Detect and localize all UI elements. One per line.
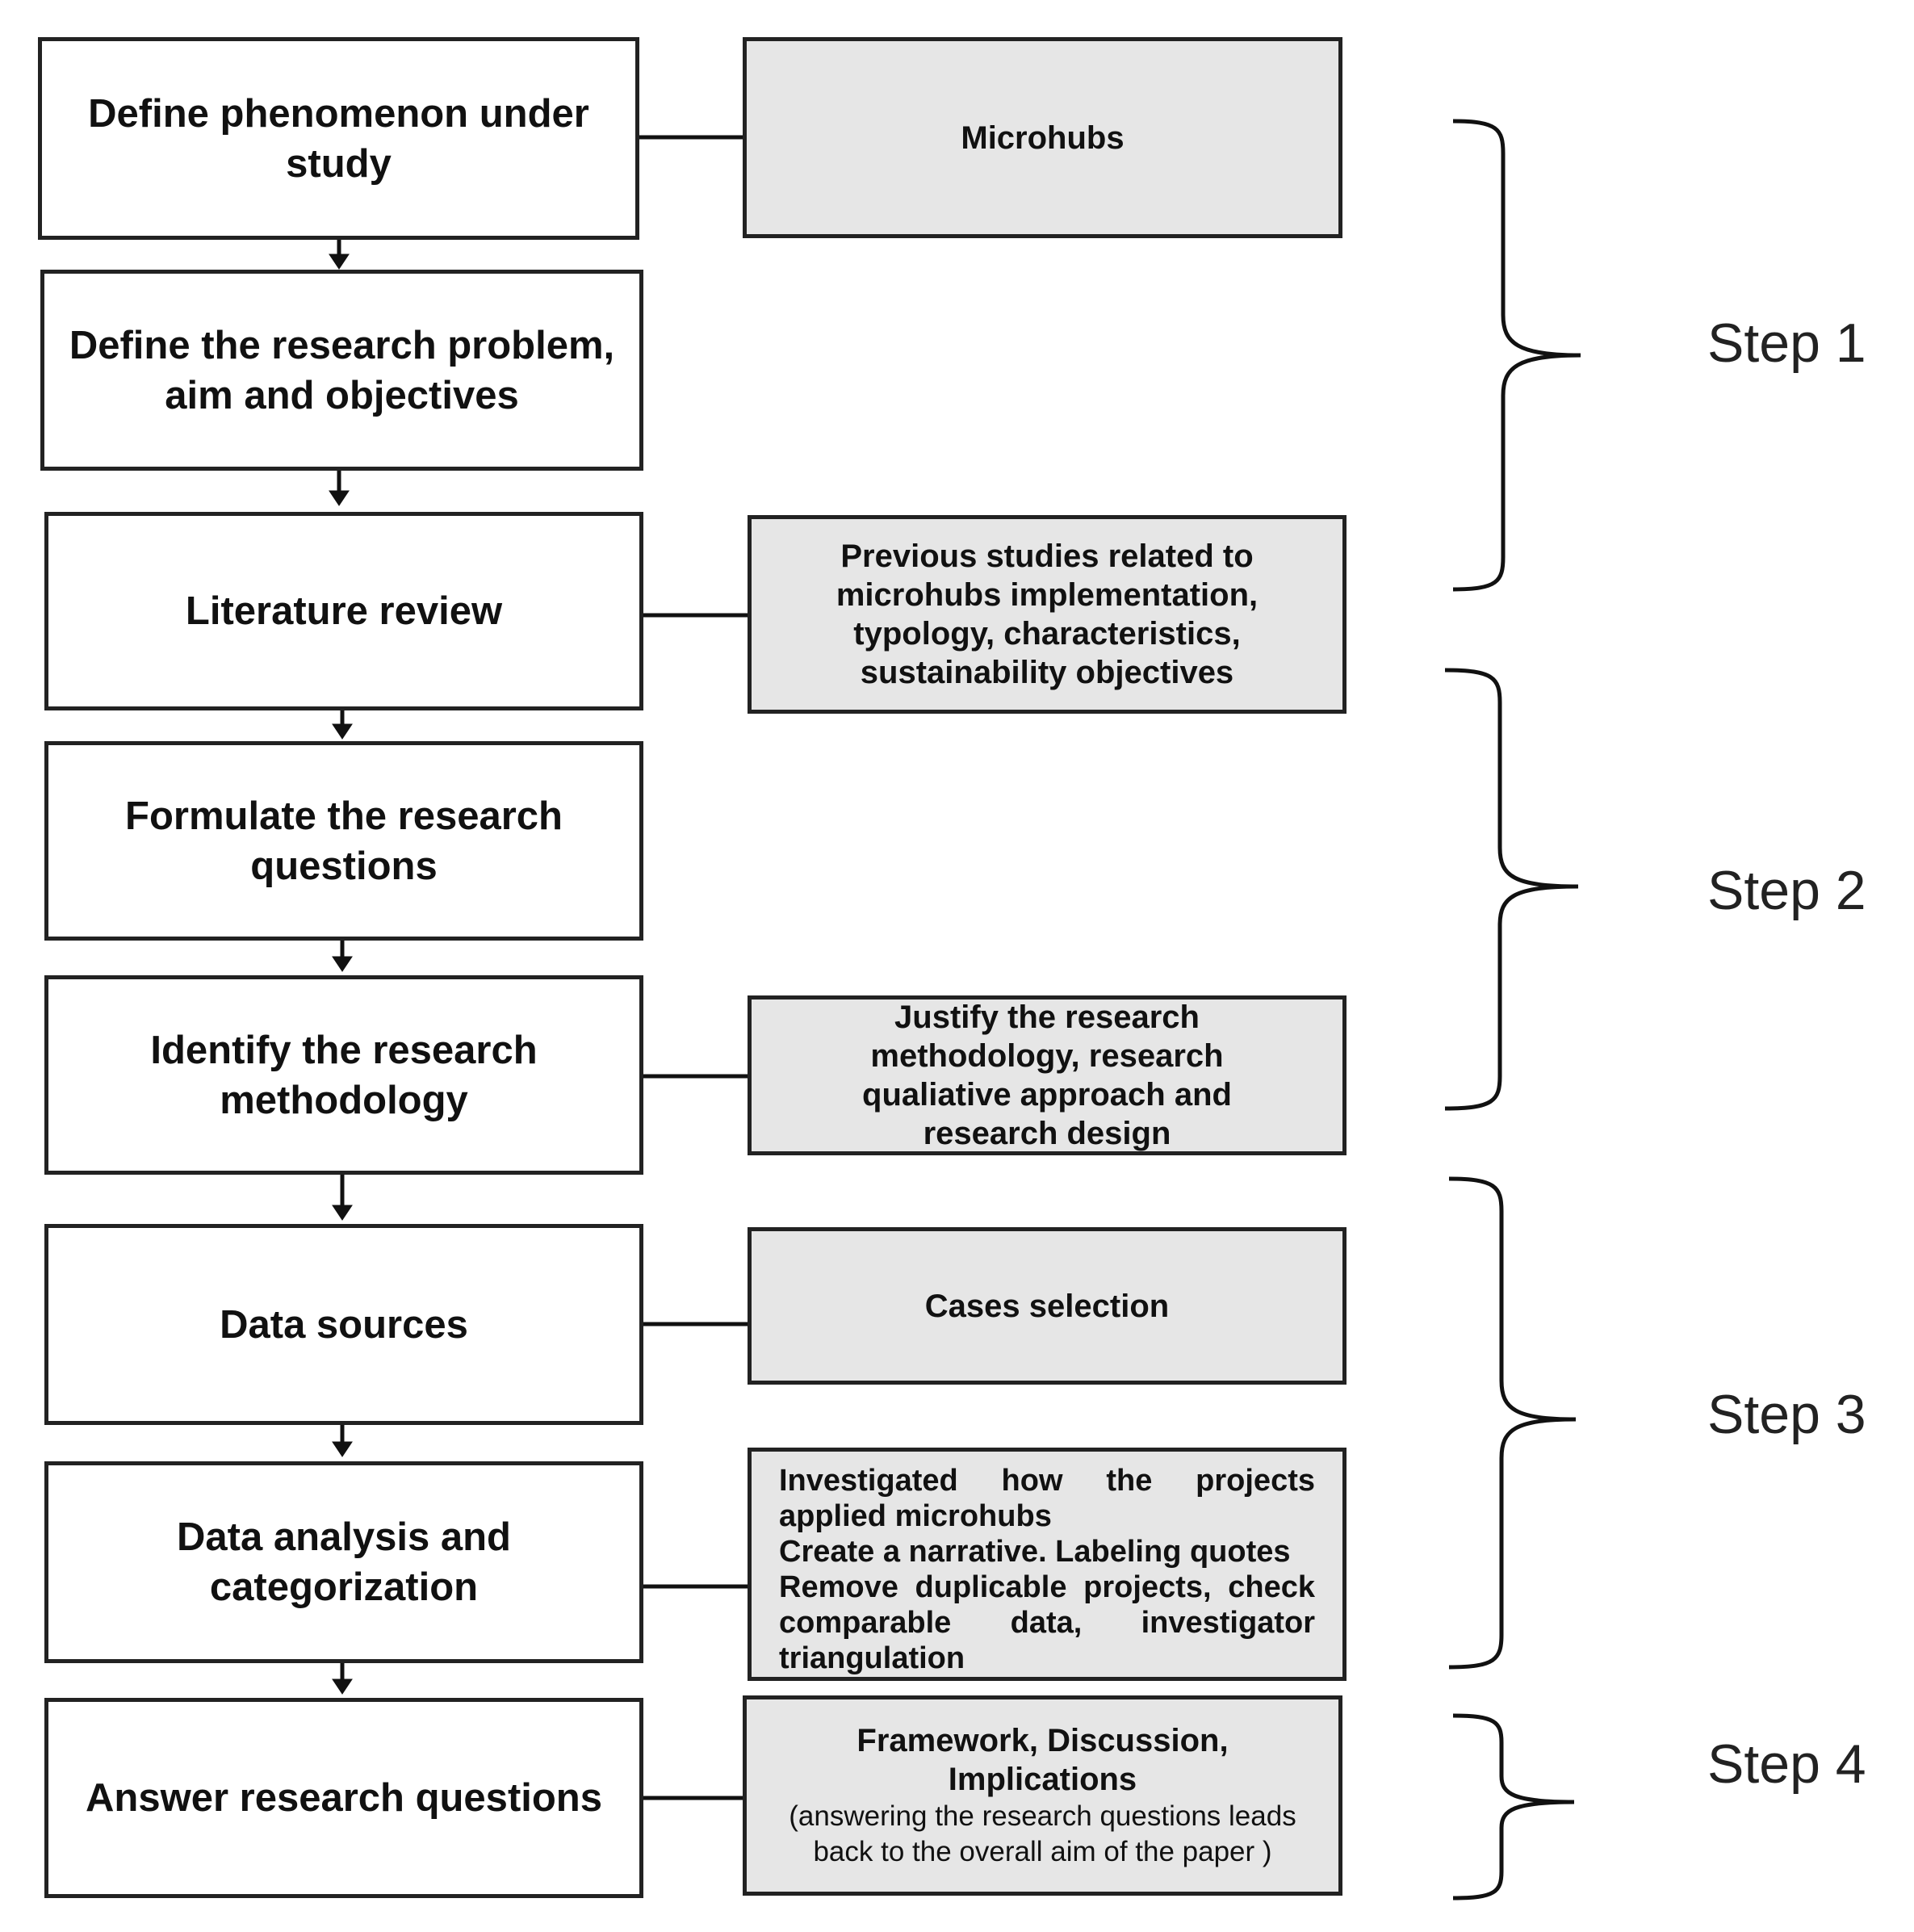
- flow-arrow: [329, 240, 350, 270]
- step-data-analysis: Data analysis and categorization: [44, 1461, 643, 1663]
- note-previous-studies: Previous studies related to microhubs im…: [748, 515, 1347, 714]
- phase-label-step-2: Step 2: [1707, 860, 1866, 921]
- flow-arrow: [332, 1663, 353, 1695]
- step-data-sources: Data sources: [44, 1224, 643, 1425]
- step-label: Literature review: [185, 589, 503, 633]
- step-label: Define the research problem, aim and obj…: [69, 323, 615, 417]
- flow-arrow: [332, 1175, 353, 1221]
- note-justify-methodology: Justify the research methodology, resear…: [748, 995, 1347, 1155]
- note-main-text: Framework, Discussion, Implications: [856, 1723, 1229, 1797]
- phase-label-step-3: Step 3: [1707, 1384, 1866, 1445]
- note-text: Previous studies related to microhubs im…: [836, 539, 1259, 690]
- step-formulate-questions: Formulate the research questions: [44, 741, 643, 941]
- flow-arrow: [332, 941, 353, 972]
- step-label: Define phenomenon under study: [88, 91, 589, 186]
- step-literature-review: Literature review: [44, 512, 643, 710]
- flow-arrow: [332, 710, 353, 740]
- note-text: Cases selection: [924, 1288, 1170, 1324]
- step-identify-methodology: Identify the research methodology: [44, 975, 643, 1175]
- step-label: Data analysis and categorization: [177, 1515, 511, 1609]
- step-label: Answer research questions: [86, 1776, 602, 1820]
- brace-step-4: [1452, 1713, 1575, 1901]
- note-analysis-steps: Investigated how the projects applied mi…: [748, 1448, 1347, 1681]
- step-answer-questions: Answer research questions: [44, 1698, 643, 1898]
- note-cases-selection: Cases selection: [748, 1227, 1347, 1385]
- step-define-problem: Define the research problem, aim and obj…: [40, 270, 643, 471]
- note-microhubs: Microhubs: [743, 37, 1342, 238]
- flow-arrow: [332, 1425, 353, 1457]
- flow-arrow: [329, 471, 350, 506]
- brace-step-3: [1448, 1176, 1577, 1670]
- note-text: Justify the research methodology, resear…: [862, 1000, 1232, 1151]
- brace-step-2: [1444, 668, 1579, 1111]
- phase-label-step-1: Step 1: [1707, 312, 1866, 374]
- step-label: Identify the research methodology: [150, 1028, 538, 1122]
- step-define-phenomenon: Define phenomenon under study: [38, 37, 639, 240]
- phase-label-step-4: Step 4: [1707, 1733, 1866, 1795]
- note-text: Microhubs: [961, 119, 1125, 156]
- note-line: Remove duplicable projects, check compar…: [779, 1570, 1315, 1675]
- step-label: Data sources: [220, 1302, 468, 1347]
- note-line: Create a narrative. Labeling quotes: [779, 1535, 1291, 1569]
- note-line: Investigated how the projects applied mi…: [779, 1464, 1315, 1533]
- note-framework: Framework, Discussion, Implications (ans…: [743, 1695, 1342, 1896]
- brace-step-1: [1452, 119, 1581, 592]
- note-paren-text: (answering the research questions leads …: [789, 1800, 1296, 1867]
- step-label: Formulate the research questions: [125, 794, 563, 888]
